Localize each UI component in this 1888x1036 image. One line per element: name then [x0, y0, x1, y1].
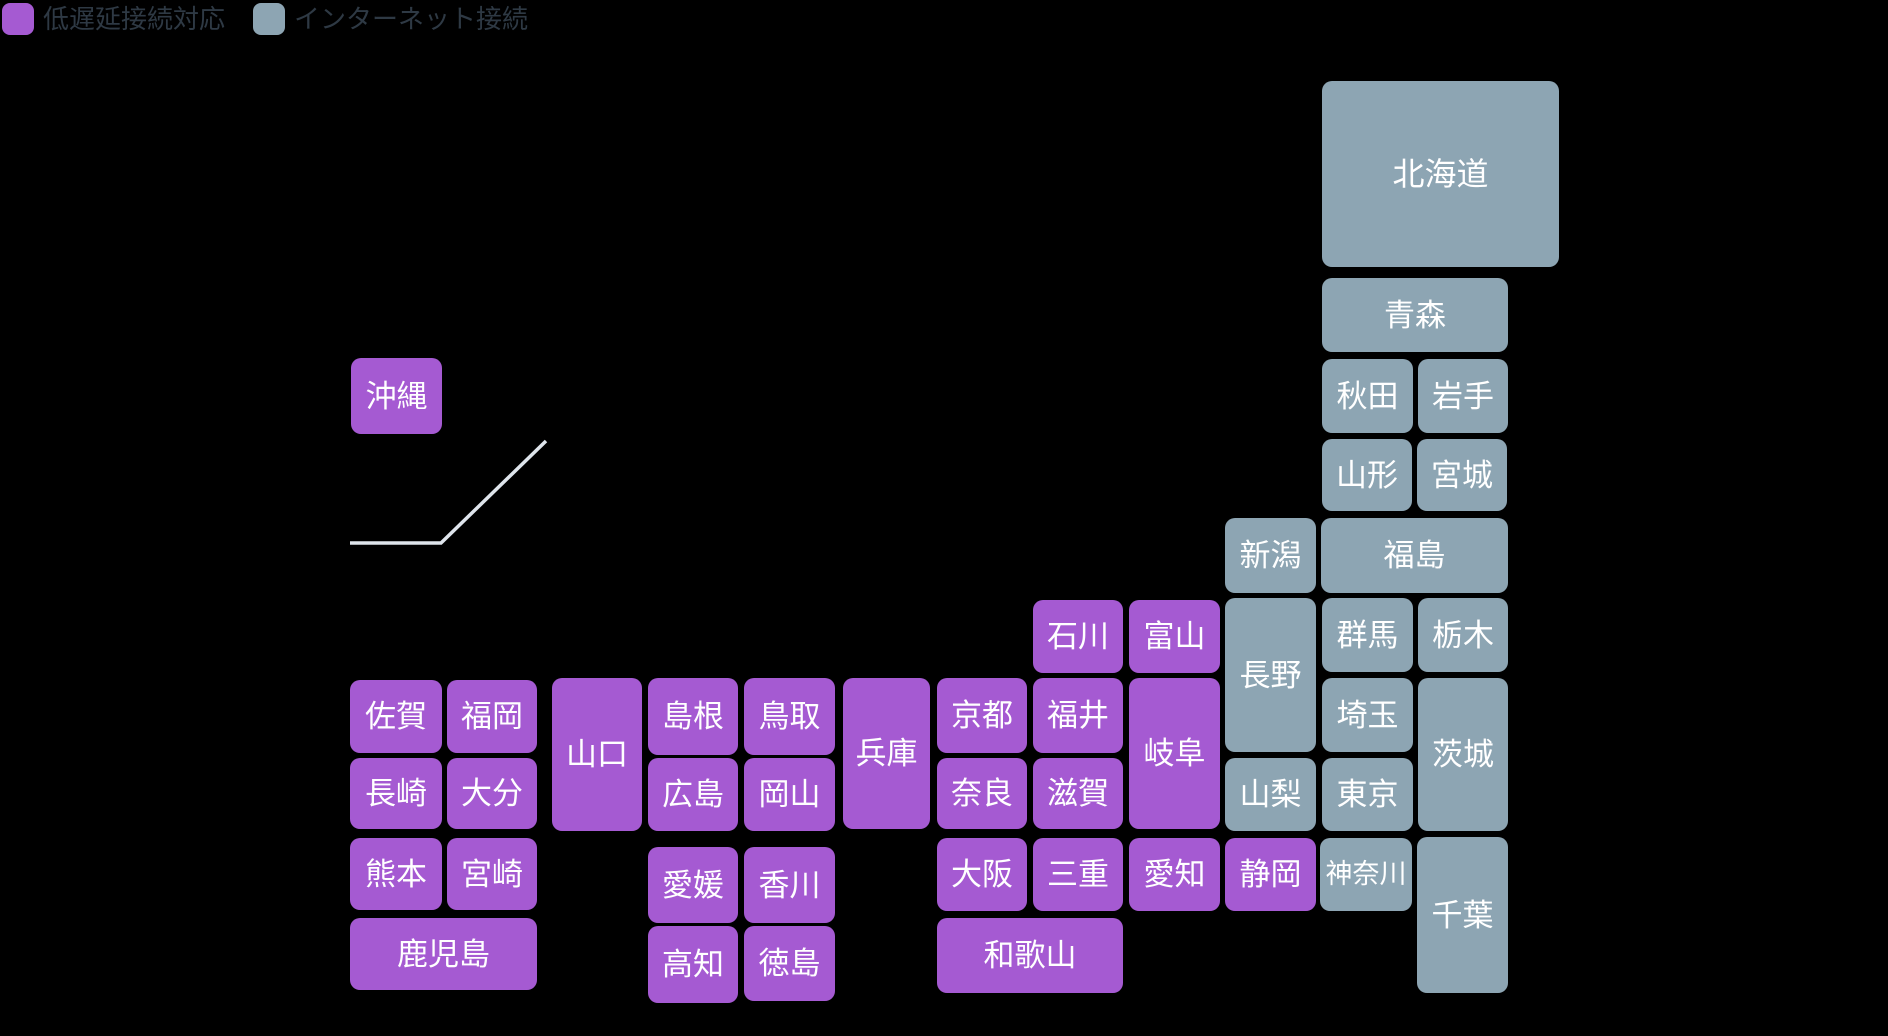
legend-label-low-latency: 低遅延接続対応	[43, 4, 226, 34]
tile-shimane: 島根	[648, 678, 738, 755]
tile-okayama: 岡山	[744, 758, 835, 831]
legend-item-low-latency: 低遅延接続対応	[2, 3, 225, 35]
tile-tochigi: 栃木	[1418, 598, 1508, 672]
tile-saga: 佐賀	[350, 680, 442, 753]
tile-kochi: 高知	[648, 926, 738, 1003]
tile-niigata: 新潟	[1225, 518, 1316, 593]
tile-yamagata: 山形	[1322, 439, 1412, 511]
tile-hiroshima: 広島	[648, 758, 738, 831]
tile-gunma: 群馬	[1322, 598, 1413, 672]
okinawa-divider-polyline	[350, 439, 548, 545]
tile-kagawa: 香川	[744, 847, 835, 923]
tile-shiga: 滋賀	[1033, 758, 1123, 829]
tile-gifu: 岐阜	[1129, 678, 1220, 829]
tile-fukui: 福井	[1033, 678, 1123, 753]
tile-ishikawa: 石川	[1033, 600, 1123, 673]
tile-fukuoka: 福岡	[447, 680, 537, 753]
tile-akita: 秋田	[1322, 359, 1413, 433]
tile-fukushima: 福島	[1321, 518, 1508, 593]
tile-mie: 三重	[1033, 838, 1123, 911]
tile-hokkaido: 北海道	[1322, 81, 1559, 267]
tile-miyazaki: 宮崎	[447, 838, 537, 910]
tile-okinawa: 沖縄	[351, 358, 442, 434]
tile-oita: 大分	[447, 758, 537, 829]
tile-osaka: 大阪	[937, 838, 1027, 911]
tile-aichi: 愛知	[1129, 838, 1220, 911]
tile-aomori: 青森	[1322, 278, 1508, 352]
tile-yamaguchi: 山口	[552, 678, 642, 831]
tile-kumamoto: 熊本	[350, 838, 442, 910]
tile-kyoto: 京都	[937, 678, 1027, 753]
tile-yamanashi: 山梨	[1225, 758, 1316, 831]
tile-tottori: 鳥取	[744, 678, 835, 755]
tile-kagoshima: 鹿児島	[350, 918, 537, 990]
internet-color-swatch	[253, 3, 286, 35]
tile-nara: 奈良	[937, 758, 1027, 829]
tile-tokushima: 徳島	[744, 926, 835, 1001]
tile-tokyo: 東京	[1322, 758, 1413, 831]
tile-kanagawa: 神奈川	[1320, 838, 1412, 911]
tile-iwate: 岩手	[1418, 359, 1508, 433]
tile-toyama: 富山	[1129, 600, 1220, 673]
tile-ibaraki: 茨城	[1418, 678, 1508, 831]
tile-chiba: 千葉	[1417, 837, 1508, 993]
tile-saitama: 埼玉	[1322, 678, 1413, 752]
tile-hyogo: 兵庫	[843, 678, 930, 829]
tile-wakayama: 和歌山	[937, 918, 1123, 993]
tile-ehime: 愛媛	[648, 847, 738, 923]
legend-item-internet: インターネット接続	[253, 3, 528, 35]
legend-label-internet: インターネット接続	[294, 4, 529, 34]
tile-nagano: 長野	[1225, 598, 1316, 752]
low-latency-color-swatch	[2, 3, 34, 35]
legend: 低遅延接続対応 インターネット接続	[2, 3, 528, 35]
tile-shizuoka: 静岡	[1225, 838, 1316, 911]
tile-nagasaki: 長崎	[350, 758, 442, 829]
tile-miyagi: 宮城	[1417, 439, 1507, 511]
